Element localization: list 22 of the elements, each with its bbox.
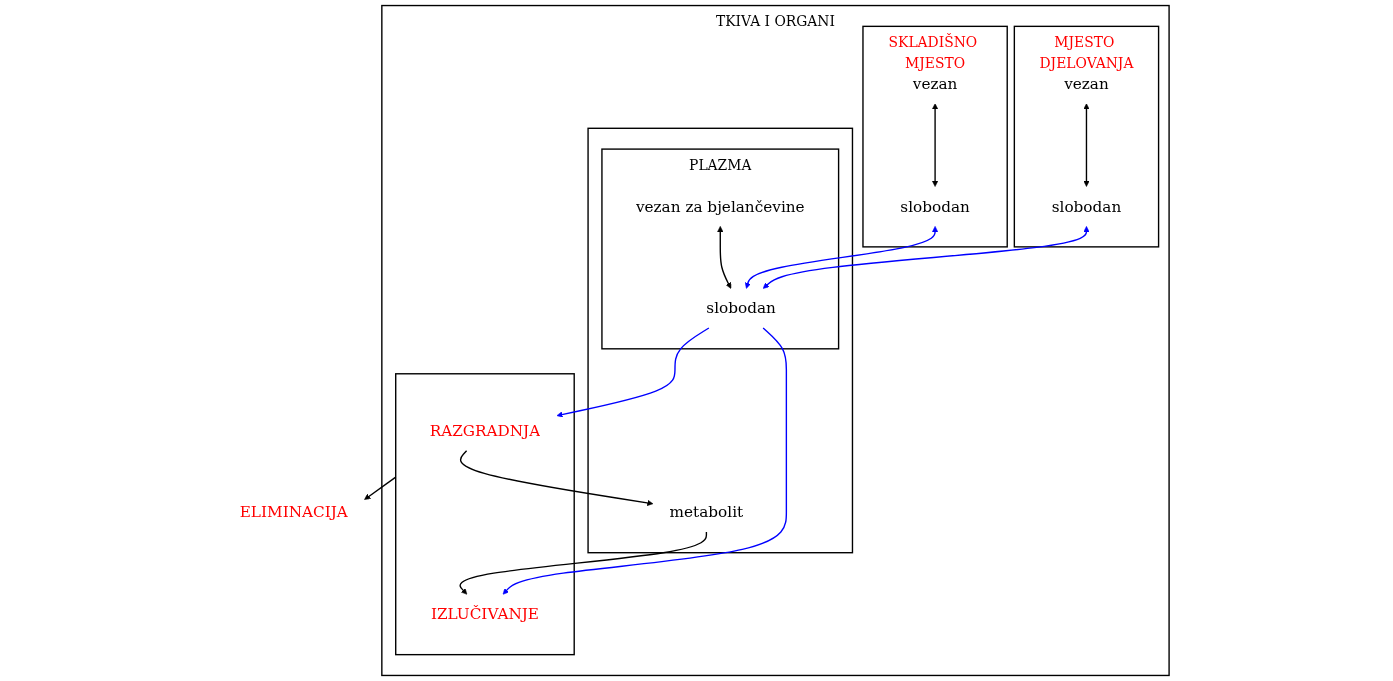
node-text: vezan	[913, 74, 958, 93]
arrow	[364, 476, 397, 500]
cluster	[395, 373, 576, 656]
node-text: metabolit	[670, 503, 744, 521]
arrow	[459, 531, 708, 595]
arrow	[745, 226, 939, 289]
arrow	[1083, 103, 1090, 187]
arrow	[763, 226, 1090, 289]
node-text: IZLUČIVANJE	[431, 605, 540, 623]
node-text: vezan	[1064, 74, 1110, 93]
node-text: vezan za bjelančevine	[636, 197, 806, 215]
cluster	[587, 127, 854, 554]
node-text: RAZGRADNJA	[430, 422, 541, 440]
node-text: ELIMINACIJA	[240, 503, 349, 521]
arrow	[717, 226, 732, 289]
arrow	[932, 103, 939, 187]
arrow	[557, 327, 710, 418]
arrow	[503, 327, 788, 595]
node-text: slobodan	[1052, 197, 1122, 215]
node-text: slobodan	[706, 299, 777, 317]
arrow	[460, 450, 654, 506]
node-text: slobodan	[900, 197, 971, 215]
